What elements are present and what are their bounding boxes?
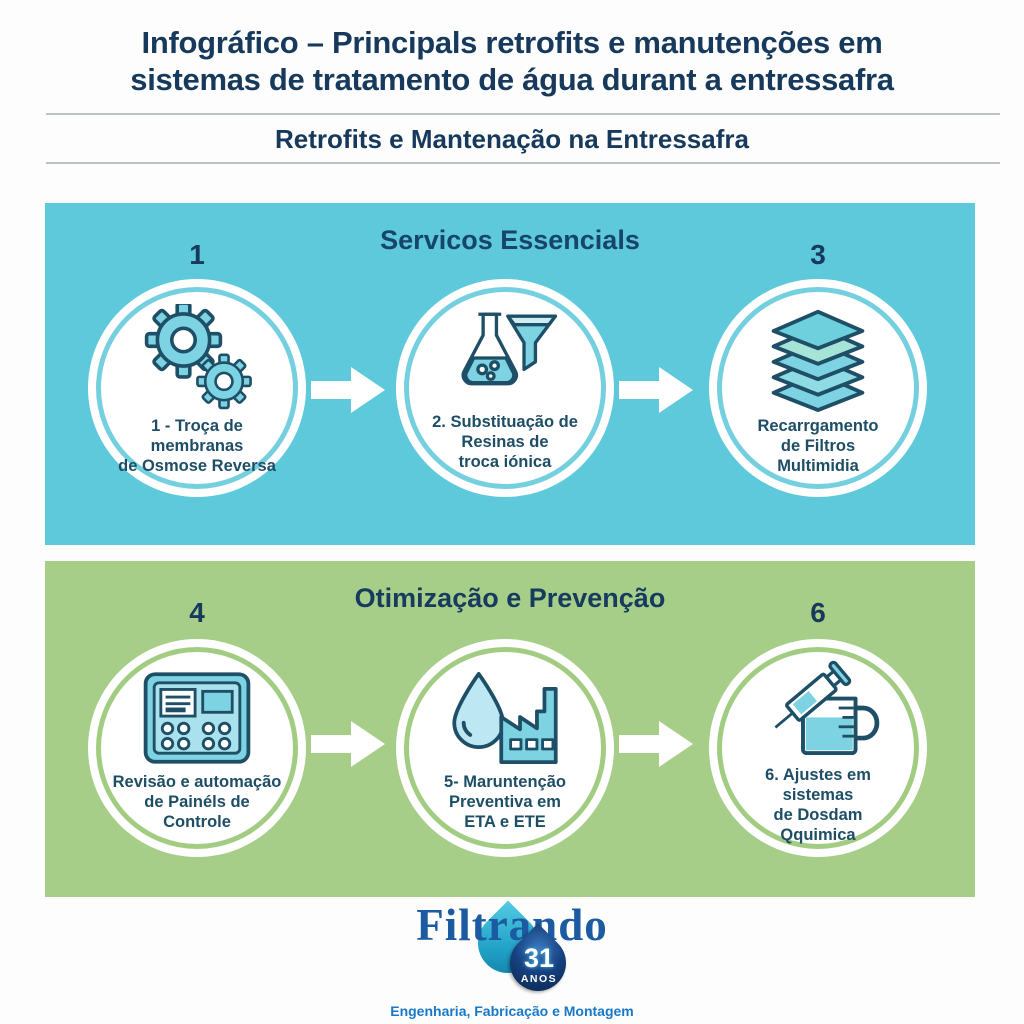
step-label-eta-ete: 5- Maruntenção Preventiva em ETA e ETE: [444, 772, 566, 832]
step-label-membranes: 1 - Troça de membranas de Osmose Reversa: [118, 416, 276, 476]
syringe-beaker-icon: [756, 655, 880, 761]
arrow-right-icon: [613, 713, 699, 775]
section-subtitle: Retrofits e Mantenação na Entressafra: [275, 124, 749, 154]
step-circle-filters: Recarrgamento de Filtros Multimidia: [717, 287, 919, 489]
brand-tagline: Engenharia, Fabricação e Montagem: [390, 1003, 634, 1019]
panel-optimization: Otimização e Prevenção 4 6: [45, 561, 975, 897]
arrow-right-icon: [305, 359, 391, 421]
panel-title-optimization: Otimização e Prevenção: [354, 583, 666, 613]
main-title: Infográfico – Principals retrofits e man…: [130, 25, 894, 97]
brand-name: Filtrando: [416, 900, 608, 950]
drop-factory-icon: [443, 668, 567, 768]
step-circle-dosing: 6. Ajustes em sistemas de Dosdam Qquimic…: [717, 647, 919, 849]
badge-years: 31: [523, 943, 555, 973]
brand-logo: Filtrando 31 ANOS: [352, 899, 672, 1003]
step-circle-membranes: 1 - Troça de membranas de Osmose Reversa: [96, 287, 298, 489]
arrow-right-icon: [305, 713, 391, 775]
flask-funnel-icon: [447, 308, 563, 408]
step-label-control-panels: Revisão e automação de Painéls de Contro…: [112, 772, 282, 832]
step-number-3: 3: [810, 239, 826, 270]
step-circle-eta-ete: 5- Maruntenção Preventiva em ETA e ETE: [404, 647, 606, 849]
step-label-dosing: 6. Ajustes em sistemas de Dosdam Qquimic…: [765, 765, 871, 845]
divider-bottom: [46, 162, 1000, 164]
step-label-resins: 2. Substituação de Resinas de troca ióni…: [432, 412, 578, 472]
step-number-1: 1: [189, 239, 205, 270]
arrow-right-icon: [613, 359, 699, 421]
anniversary-badge: 31 ANOS: [498, 923, 578, 1003]
control-panel-icon: [138, 668, 256, 768]
step-circle-control-panels: Revisão e automação de Painéls de Contro…: [96, 647, 298, 849]
panel-essential-services: Servicos Essencials 1 3: [45, 203, 975, 545]
divider-top: [46, 113, 1000, 115]
gears-icon: [138, 303, 256, 412]
step-number-6: 6: [810, 597, 826, 628]
filter-layers-icon: [759, 304, 877, 412]
footer: Filtrando 31 ANOS Engenharia, Fabricação…: [0, 899, 1024, 1019]
step-label-filters: Recarrgamento de Filtros Multimidia: [757, 416, 879, 476]
badge-anos-label: ANOS: [520, 973, 558, 985]
step-number-4: 4: [189, 597, 205, 628]
step-circle-resins: 2. Substituação de Resinas de troca ióni…: [404, 287, 606, 489]
panel-title-essential: Servicos Essencials: [380, 225, 640, 255]
